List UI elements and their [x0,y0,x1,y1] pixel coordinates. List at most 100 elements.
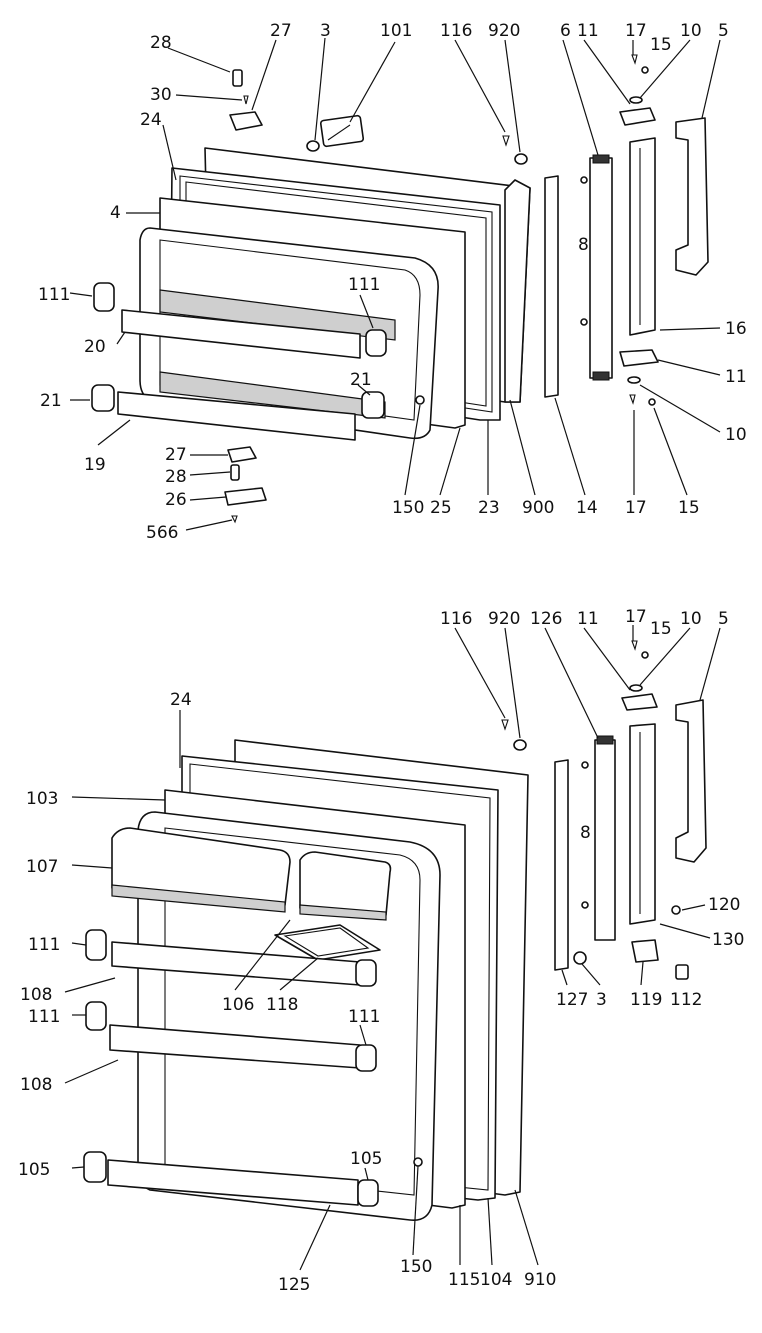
callout-u26: 26 [165,490,187,510]
callout-l120: 120 [708,895,740,915]
upper-shelf-end-cap-right-2 [361,391,385,419]
lower-shelf-end-cap-left-3 [83,1151,107,1183]
callout-l112: 112 [670,990,702,1010]
callout-u28: 28 [150,33,172,53]
upper-dairy-door-101 [319,114,365,148]
upper-handle-end-cap-top-11 [619,107,656,126]
callout-l104: 104 [480,1270,512,1290]
callout-l105a: 105 [18,1160,50,1180]
leader-lines [64,37,721,1271]
callout-u25: 25 [430,498,452,518]
callout-u8: 8 [578,235,589,255]
callout-u30: 30 [150,85,172,105]
callout-l8: 8 [580,823,591,843]
callout-u3: 3 [320,21,331,41]
lower-shelf-end-cap-right-1 [355,959,377,987]
lower-shelf-125 [107,1159,359,1206]
upper-hinge-strip-6 [589,157,613,379]
callout-u11b: 11 [725,367,747,387]
lower-bin-107 [111,827,291,913]
upper-handle-end-cap-bottom-11 [619,349,659,367]
callout-u10b: 10 [725,425,747,445]
callout-u24: 24 [140,110,162,130]
callout-u27b: 27 [165,445,187,465]
callout-l111c: 111 [28,1007,60,1027]
callout-u17a: 17 [625,21,647,41]
callout-u27a: 27 [270,21,292,41]
callout-labels: 28 27 3 101 116 920 6 11 17 15 10 5 30 2… [18,21,747,1295]
upper-screw-150 [415,395,425,405]
upper-screw-116 [502,135,510,147]
callout-u5: 5 [718,21,729,41]
upper-bottom-hinge-27 [227,446,257,463]
callout-l105b: 105 [350,1149,382,1169]
callout-l3: 3 [596,990,607,1010]
upper-screw-30 [243,95,249,105]
upper-plug-920 [514,153,528,165]
callout-u101: 101 [380,21,412,41]
lower-shelf-end-cap-right-2 [355,1044,377,1072]
callout-l119: 119 [630,990,662,1010]
lower-screw-150 [413,1157,423,1167]
lower-bin-small [299,851,392,921]
callout-u566: 566 [146,523,178,543]
callout-u15b: 15 [678,498,700,518]
lower-screw-120 [671,905,681,915]
upper-bushing-3 [306,140,320,152]
upper-hinge-26 [224,487,267,506]
callout-l116: 116 [440,609,472,629]
callout-u19: 19 [84,455,106,475]
callout-u6: 6 [560,21,571,41]
callout-l111b: 111 [348,1007,380,1027]
lower-door-assembly [83,640,707,1222]
callout-l118: 118 [266,995,298,1015]
callout-l15: 15 [650,619,672,639]
callout-u4: 4 [110,203,121,223]
lower-plug-920 [513,739,527,751]
callout-u116: 116 [440,21,472,41]
callout-l115: 115 [448,1270,480,1290]
callout-u111b: 111 [348,275,380,295]
callout-l130: 130 [712,930,744,950]
lower-butter-tray-118 [274,924,381,961]
callout-u21a: 21 [350,370,372,390]
callout-u21b: 21 [40,391,62,411]
upper-door-assembly [91,54,709,524]
upper-shelf-end-cap-left-2 [91,384,115,412]
upper-screw-566 [231,515,238,524]
callout-u14: 14 [576,498,598,518]
callout-l920: 920 [488,609,520,629]
lower-screw-116 [501,719,509,731]
lower-hinge-strip-126 [594,739,616,941]
lower-clip-112 [675,964,689,980]
callout-u920: 920 [488,21,520,41]
lower-trim-strip-127 [554,759,569,971]
callout-l910: 910 [524,1270,556,1290]
upper-hinge-pin-28 [230,464,240,481]
callout-l127: 127 [556,990,588,1010]
callout-l126: 126 [530,609,562,629]
lower-handle-end-cap-11 [621,693,658,711]
callout-u16: 16 [725,319,747,339]
upper-handle-cover-16 [629,137,656,336]
upper-trim-strip-14 [544,175,559,398]
upper-handle-5 [675,117,709,276]
callout-u23: 23 [478,498,500,518]
lower-bracket-119 [631,939,659,963]
lower-shelf-end-cap-left-1 [85,929,107,961]
callout-l150: 150 [400,1257,432,1277]
upper-shelf-top [121,289,396,359]
callout-u28b: 28 [165,467,187,487]
callout-l10: 10 [680,609,702,629]
callout-u150: 150 [392,498,424,518]
callout-u20: 20 [84,337,106,357]
lower-shelf-end-cap-left-2 [85,1001,107,1031]
callout-u111a: 111 [38,285,70,305]
lower-handle-5 [675,699,707,863]
upper-hinge-pin [232,69,243,87]
callout-u15a: 15 [650,35,672,55]
callout-u10a: 10 [680,21,702,41]
callout-l5: 5 [718,609,729,629]
callout-l24: 24 [170,690,192,710]
upper-shelf-bottom [117,371,386,441]
